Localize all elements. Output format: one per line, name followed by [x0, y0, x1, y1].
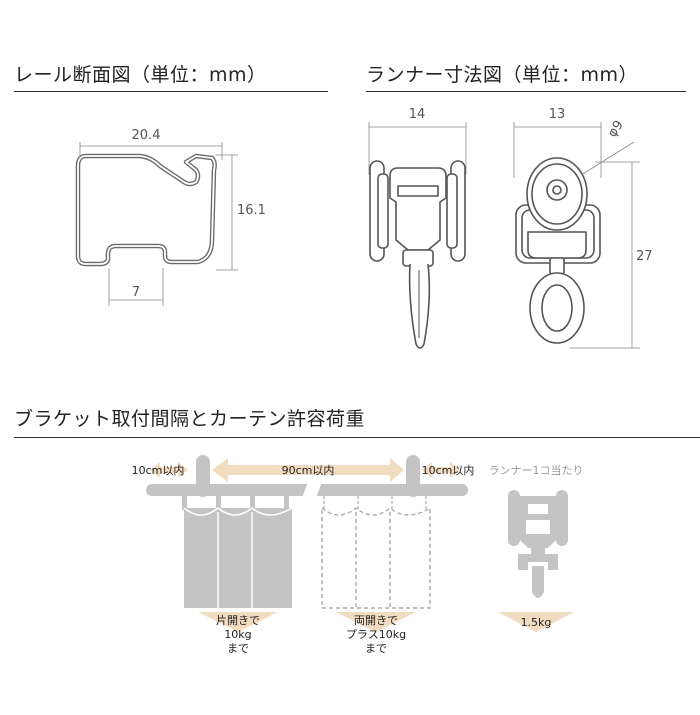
bracket-title: ブラケット取付間隔とカーテン許容荷重 [14, 408, 366, 430]
double-load-arrow [336, 612, 416, 632]
wheel-axle [552, 185, 562, 195]
runner-side-view: 14 [368, 107, 467, 349]
runner-stem [402, 249, 434, 267]
spacing-label: 90cm以内 [282, 463, 335, 477]
rail-profile [75, 153, 217, 267]
runner-front-view: 13 φ9 27 [513, 107, 653, 349]
runner-load-arrow [498, 612, 574, 632]
double-curtain [321, 506, 431, 609]
runner-axle [397, 185, 439, 197]
single-load-line3: まで [227, 642, 249, 655]
hook [250, 496, 255, 510]
rail-width-label: 20.4 [132, 128, 161, 143]
runner-diameter-label: φ9 [605, 118, 627, 140]
runner-load-label: 1.5kg [521, 616, 552, 629]
double-load-line2: プラス10kg [346, 628, 406, 641]
runner-body-side [389, 167, 447, 251]
left-margin-label: 10cm以内 [132, 463, 185, 477]
single-load-line1: 片開きで [216, 614, 260, 627]
runner-caption: ランナー1コ当たり [489, 463, 584, 477]
runner-dims-rule [366, 91, 686, 92]
double-load-line1: 両開きで [354, 614, 398, 627]
hook [182, 496, 187, 510]
right-margin-label: 10cm以内 [422, 463, 475, 477]
hook [284, 496, 289, 510]
runner-front-width-label: 13 [549, 107, 566, 122]
single-curtain-fill [184, 508, 292, 608]
bracket-diagram: 10cm以内 90cm以内 10cm以内 [132, 455, 584, 655]
rail-section-rule [14, 91, 328, 92]
single-load-line2: 10kg [224, 628, 251, 641]
runner-height-label: 27 [636, 249, 653, 264]
runner-dims-title: ランナー寸法図（単位：mm） [366, 64, 639, 86]
spacing-arrow [212, 458, 404, 482]
rail-dimension-lines [79, 142, 238, 306]
rail-gap [302, 482, 322, 498]
right-bracket [406, 455, 420, 497]
runner-lower-block [527, 231, 587, 259]
single-curtain [183, 507, 293, 608]
bracket-rule [14, 437, 700, 438]
hook [216, 496, 221, 510]
rail-slot-label: 7 [132, 285, 140, 300]
double-load-line3: まで [365, 642, 387, 655]
rail-height-label: 16.1 [237, 203, 266, 218]
single-load-arrow [198, 612, 278, 632]
runner-icon [508, 490, 568, 598]
runner-side-width-label: 14 [409, 107, 426, 122]
rail-cross-section: 20.4 16.1 7 [75, 128, 266, 306]
front-stem [549, 257, 565, 275]
rail-section-title: レール断面図（単位：mm） [14, 64, 267, 86]
right-margin-arrow [422, 462, 460, 478]
front-ring-hole [541, 284, 573, 332]
left-bracket [196, 455, 210, 497]
spacing-arrows [150, 458, 460, 482]
left-wheel-hub [377, 173, 389, 249]
right-wheel-hub [446, 173, 458, 249]
runner-side-dimension-lines [368, 122, 467, 175]
left-margin-arrow [150, 462, 188, 478]
rail-profile-inner [77, 155, 216, 265]
